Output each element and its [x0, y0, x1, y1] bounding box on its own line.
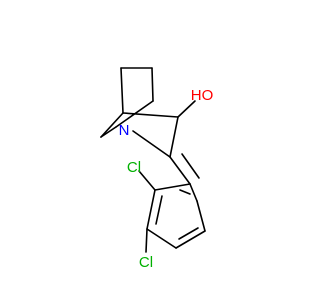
molecule-structure: N HO Cl Cl [100, 67, 214, 271]
bond-c4-c3 [122, 112, 179, 118]
bond-ring-inner-3 [179, 189, 191, 195]
nitrogen-label: N [119, 122, 130, 139]
bond-ring-6 [189, 183, 198, 202]
chlorine-ortho-label: Cl [127, 159, 141, 176]
bond-exocyclic-double-a [169, 156, 191, 185]
bond-network [100, 67, 206, 253]
structure-canvas: N HO Cl Cl [100, 67, 214, 271]
atom-labels: N HO Cl Cl [119, 87, 214, 271]
bond-c2-n [132, 130, 171, 158]
bond-ring-inner-1 [155, 195, 163, 225]
bond-ring-5 [196, 200, 206, 232]
bond-ring-1 [154, 183, 191, 191]
bond-ring-inner-2 [178, 227, 199, 240]
bond-c3-c2 [169, 116, 179, 158]
bond-ring-cl-para [145, 228, 148, 253]
bond-c3-o [177, 100, 196, 118]
bond-ring-3 [146, 228, 177, 249]
bond-c7-c8 [151, 67, 154, 102]
bond-c6-c5 [100, 112, 124, 138]
hydroxyl-label: HO [191, 87, 214, 104]
chlorine-para-label: Cl [139, 254, 153, 271]
bond-exocyclic-double-b [181, 153, 200, 179]
bond-c9-c4 [120, 67, 124, 114]
bond-ring-cl-ortho [138, 170, 156, 191]
bond-ring-4 [175, 230, 206, 249]
bond-ring-2 [146, 189, 156, 230]
